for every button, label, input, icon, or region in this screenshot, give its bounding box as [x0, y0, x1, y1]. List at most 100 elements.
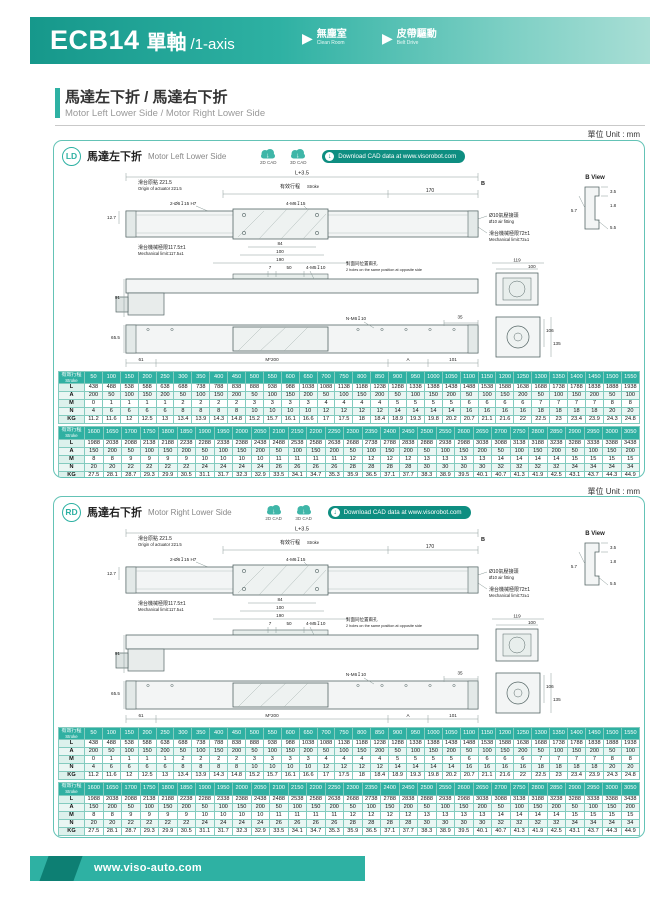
table-cell: 200: [472, 802, 492, 812]
origin-label-cn: 滑台原點 221.5: [138, 179, 172, 186]
table-cell: 13: [417, 810, 437, 820]
table-cell: 43.7: [583, 470, 603, 477]
table-cell: 2488: [269, 438, 289, 448]
download-cad-button[interactable]: ↓ Download CAD data at www.visorobot.com: [327, 505, 471, 519]
table-cell: 3238: [546, 438, 566, 448]
table-cell: 50: [388, 391, 408, 401]
air-fitting-en: Ø10 air fitting: [489, 219, 515, 224]
table-cell: 28: [361, 818, 381, 828]
table-cell: 18.9: [388, 415, 408, 425]
table-cell: 26: [269, 462, 289, 472]
b-view-title: B View: [585, 531, 605, 537]
cad-2d-button[interactable]: ↓ 2D CAD: [264, 504, 284, 521]
arrow-right-icon: ▶: [302, 29, 313, 46]
cloud-download-icon: ↓: [291, 148, 306, 159]
table-cell: 0: [84, 399, 103, 409]
table-cell: N: [58, 407, 85, 417]
table-cell: 10: [245, 763, 264, 773]
dim-m200-label: M*200: [265, 357, 279, 362]
table-cell: A: [58, 391, 85, 401]
table-cell: 38.9: [435, 470, 455, 477]
table-cell: 2: [191, 399, 211, 409]
mech-limit-right-en: Mechanical limit:72±1: [489, 593, 530, 598]
table-cell: 32: [491, 818, 511, 828]
table-cell: 400: [209, 370, 229, 385]
table-cell: 50: [121, 802, 141, 812]
table-cell: 16: [495, 407, 515, 417]
table-cell: 26: [324, 818, 344, 828]
table-cell: 9: [121, 454, 141, 464]
table-cell: 50: [343, 802, 363, 812]
cad-2d-button[interactable]: ↓ 2D CAD: [258, 148, 278, 165]
table-cell: 4: [334, 755, 354, 765]
table-cell: 13: [472, 454, 492, 464]
table-cell: 39.5: [454, 470, 474, 477]
table-cell: 838: [227, 383, 247, 393]
dim-135-label: 135: [553, 341, 561, 346]
table-cell: 6: [155, 763, 175, 773]
table-cell: 14: [423, 407, 443, 417]
table-cell: L: [58, 438, 85, 448]
table-cell: 18: [584, 763, 604, 773]
table-cell: 32: [528, 462, 548, 472]
table-cell: 18: [549, 407, 569, 417]
table-cell: 50: [84, 370, 103, 385]
table-cell: 12: [316, 763, 336, 773]
table-cell: 41.3: [509, 470, 529, 477]
table-cell: 20.7: [459, 415, 479, 425]
table-cell: 1150: [477, 370, 497, 385]
dim-100b-label: 100: [528, 264, 536, 269]
table-cell: 150: [280, 391, 300, 401]
cloud-download-icon: ↓: [261, 148, 276, 159]
table-cell: 3000: [602, 782, 622, 796]
table-cell: 11: [306, 454, 326, 464]
dim-170-label: 170: [426, 188, 435, 194]
table-cell: 50: [269, 802, 289, 812]
table-cell: 2: [173, 755, 193, 765]
table-cell: 988: [280, 739, 300, 749]
table-cell: 7: [584, 399, 604, 409]
b-dim-5-5: 5.5: [610, 581, 617, 586]
mech-limit-right-cn: 滑台機械極限72±1: [489, 586, 530, 593]
table-cell: 2838: [398, 438, 418, 448]
b-dim-3-5: 3.5: [610, 545, 617, 550]
table-cell: 8: [602, 755, 622, 765]
table-cell: 8: [173, 763, 193, 773]
dim-135-label: 135: [553, 697, 561, 702]
table-cell: 34.1: [287, 470, 307, 477]
table-cell: 2038: [102, 794, 122, 804]
table-cell: 13: [435, 454, 455, 464]
air-fitting-en: Ø10 air fitting: [489, 575, 515, 580]
table-cell: 550: [262, 370, 282, 385]
table-cell: 34: [602, 818, 622, 828]
table-cell: 15.7: [262, 771, 282, 781]
table-cell: 30: [417, 818, 437, 828]
table-cell: 28: [343, 462, 363, 472]
feature-belt-drive-cn: 皮帶驅動: [396, 29, 437, 40]
table-cell: 3038: [472, 794, 492, 804]
table-cell: 7: [531, 399, 551, 409]
table-cell: 24.8: [620, 771, 641, 781]
table-cell: 1338: [406, 739, 425, 749]
table-cell: 988: [280, 383, 300, 393]
table-cell: 17: [316, 771, 336, 781]
table-cell: 150: [423, 391, 443, 401]
table-cell: 28.1: [102, 826, 122, 836]
table-cell: 3050: [620, 782, 640, 796]
holes-label-1: 2-Ø6↧15 H7: [170, 557, 197, 562]
cad-3d-button[interactable]: ↓ 3D CAD: [288, 148, 308, 165]
download-cad-button[interactable]: ↓ Download CAD data at www.visorobot.com: [322, 149, 466, 163]
table-cell: 26: [269, 818, 289, 828]
table-cell: 2038: [102, 438, 122, 448]
table-cell: 10: [262, 763, 282, 773]
holes-side-note-cn: 對面同位置兩孔: [346, 616, 378, 623]
table-cell: 2338: [213, 794, 233, 804]
table-cell: 150: [137, 747, 157, 757]
dim-65-5-label: 65.5: [111, 691, 120, 696]
table-cell: 100: [191, 391, 211, 401]
cad-3d-button[interactable]: ↓ 3D CAD: [294, 504, 314, 521]
table-cell: 100: [287, 802, 307, 812]
table-cell: 2338: [213, 438, 233, 448]
